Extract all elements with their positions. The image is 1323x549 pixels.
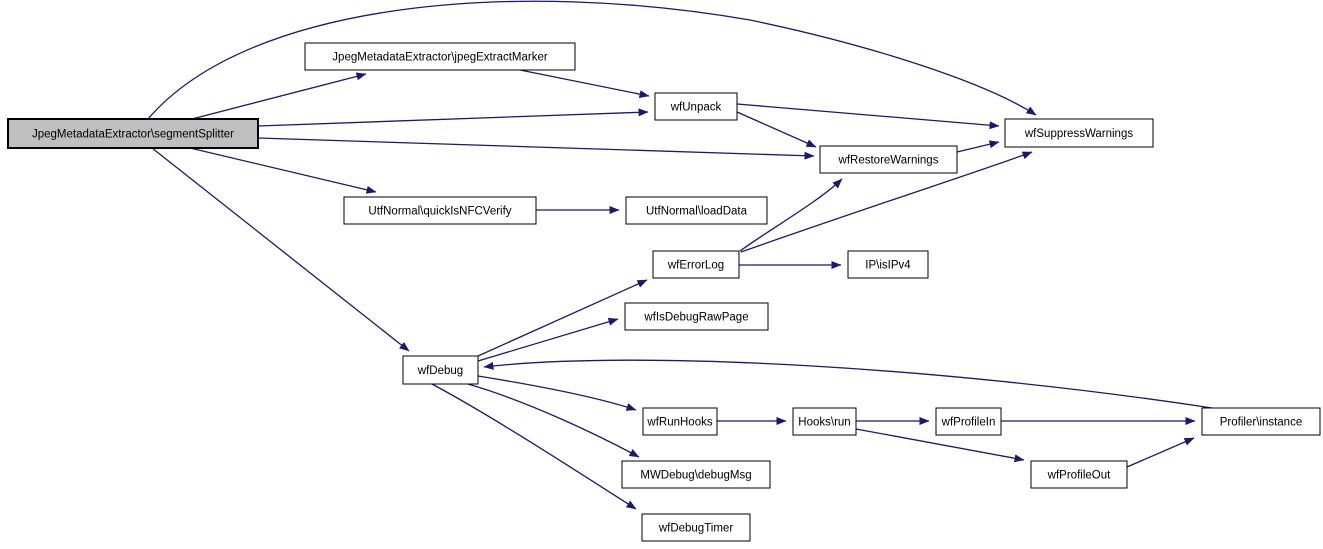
node-box-wfRunHooks[interactable] bbox=[642, 407, 718, 436]
node-jpegExtractMarker[interactable]: JpegMetadataExtractor\jpegExtractMarker bbox=[304, 42, 576, 71]
node-label-HooksRun: Hooks\run bbox=[798, 417, 850, 429]
edge-segmentSplitter-to-wfRestoreWarnings bbox=[257, 137, 815, 160]
edge-wfUnpack-to-wfRestoreWarnings bbox=[736, 111, 817, 148]
node-box-wfDebugTimer[interactable] bbox=[641, 513, 751, 542]
node-box-isIPv4[interactable] bbox=[847, 250, 929, 279]
edges-layer bbox=[147, 0, 1213, 510]
node-wfProfileIn[interactable]: wfProfileIn bbox=[935, 407, 1002, 436]
edge-wfDebug-to-wfRunHooks bbox=[477, 375, 637, 411]
edge-wfDebug-to-wfDebugTimer bbox=[431, 383, 637, 510]
edge-wfRestoreWarnings-to-wfSuppressWarnings bbox=[956, 140, 1000, 153]
node-wfRestoreWarnings[interactable]: wfRestoreWarnings bbox=[819, 145, 958, 174]
edge-wfDebug-to-MWDebugDebugMsg bbox=[467, 383, 640, 458]
node-label-quickIsNFCVerify: UtfNormal\quickIsNFCVerify bbox=[368, 206, 511, 218]
node-box-MWDebugDebugMsg[interactable] bbox=[621, 460, 771, 489]
node-loadData[interactable]: UtfNormal\loadData bbox=[625, 196, 768, 225]
node-box-wfProfileOut[interactable] bbox=[1030, 460, 1128, 489]
node-box-wfDebug[interactable] bbox=[402, 355, 479, 385]
edge-segmentSplitter-to-wfSuppressWarnings bbox=[147, 0, 1037, 120]
node-label-isIPv4: IP\isIPv4 bbox=[865, 260, 911, 272]
node-wfProfileOut[interactable]: wfProfileOut bbox=[1030, 460, 1128, 489]
node-label-MWDebugDebugMsg: MWDebug\debugMsg bbox=[640, 470, 751, 482]
edge-wfErrorLog-to-wfSuppressWarnings bbox=[740, 151, 1033, 253]
node-label-segmentSplitter: JpegMetadataExtractor\segmentSplitter bbox=[32, 129, 234, 141]
node-box-HooksRun[interactable] bbox=[792, 407, 857, 436]
edge-jpegExtractMarker-to-wfUnpack bbox=[519, 69, 650, 99]
edge-wfDebug-to-wfErrorLog bbox=[477, 279, 648, 357]
node-wfIsDebugRawPage[interactable]: wfIsDebugRawPage bbox=[624, 302, 769, 331]
node-label-wfRunHooks: wfRunHooks bbox=[646, 417, 712, 429]
edge-segmentSplitter-to-wfUnpack bbox=[257, 108, 649, 127]
node-box-jpegExtractMarker[interactable] bbox=[304, 42, 576, 71]
node-box-wfSuppressWarnings[interactable] bbox=[1004, 118, 1154, 148]
edge-wfProfileOut-to-ProfilerInstance bbox=[1126, 437, 1195, 468]
edge-HooksRun-to-wfProfileOut bbox=[855, 428, 1025, 463]
node-wfUnpack[interactable]: wfUnpack bbox=[654, 92, 738, 121]
edge-wfDebug-to-wfIsDebugRawPage bbox=[477, 317, 619, 362]
node-label-wfUnpack: wfUnpack bbox=[670, 102, 722, 114]
node-wfDebug[interactable]: wfDebug bbox=[402, 355, 479, 385]
node-box-wfUnpack[interactable] bbox=[654, 92, 738, 121]
node-quickIsNFCVerify[interactable]: UtfNormal\quickIsNFCVerify bbox=[343, 196, 537, 225]
node-box-wfIsDebugRawPage[interactable] bbox=[624, 302, 769, 331]
node-wfDebugTimer[interactable]: wfDebugTimer bbox=[641, 513, 751, 542]
node-label-wfProfileOut: wfProfileOut bbox=[1047, 470, 1111, 482]
node-box-wfRestoreWarnings[interactable] bbox=[819, 145, 958, 174]
node-label-wfProfileIn: wfProfileIn bbox=[941, 417, 996, 429]
node-label-wfRestoreWarnings: wfRestoreWarnings bbox=[838, 155, 939, 167]
node-label-wfErrorLog: wfErrorLog bbox=[667, 260, 724, 272]
node-segmentSplitter[interactable]: JpegMetadataExtractor\segmentSplitter bbox=[7, 118, 259, 149]
node-label-loadData: UtfNormal\loadData bbox=[646, 206, 748, 218]
node-ProfilerInstance[interactable]: Profiler\instance bbox=[1201, 407, 1321, 436]
node-label-jpegExtractMarker: JpegMetadataExtractor\jpegExtractMarker bbox=[332, 52, 548, 64]
edge-segmentSplitter-to-wfDebug bbox=[151, 147, 410, 352]
node-wfErrorLog[interactable]: wfErrorLog bbox=[652, 250, 740, 279]
node-label-wfSuppressWarnings: wfSuppressWarnings bbox=[1024, 128, 1133, 140]
node-HooksRun[interactable]: Hooks\run bbox=[792, 407, 857, 436]
node-wfSuppressWarnings[interactable]: wfSuppressWarnings bbox=[1004, 118, 1154, 148]
edge-wfErrorLog-to-wfRestoreWarnings bbox=[739, 178, 843, 252]
node-label-wfDebugTimer: wfDebugTimer bbox=[658, 523, 734, 535]
node-box-quickIsNFCVerify[interactable] bbox=[343, 196, 537, 225]
node-isIPv4[interactable]: IP\isIPv4 bbox=[847, 250, 929, 279]
node-label-ProfilerInstance: Profiler\instance bbox=[1220, 417, 1302, 429]
edge-ProfilerInstance-to-wfDebug bbox=[483, 359, 1213, 409]
node-box-wfProfileIn[interactable] bbox=[935, 407, 1002, 436]
node-box-wfErrorLog[interactable] bbox=[652, 250, 740, 279]
node-MWDebugDebugMsg[interactable]: MWDebug\debugMsg bbox=[621, 460, 771, 489]
edge-segmentSplitter-to-jpegExtractMarker bbox=[191, 72, 367, 120]
node-label-wfIsDebugRawPage: wfIsDebugRawPage bbox=[643, 312, 748, 324]
node-box-loadData[interactable] bbox=[625, 196, 768, 225]
node-box-segmentSplitter[interactable] bbox=[7, 118, 259, 149]
node-wfRunHooks[interactable]: wfRunHooks bbox=[642, 407, 718, 436]
edge-segmentSplitter-to-quickIsNFCVerify bbox=[189, 147, 377, 194]
node-box-ProfilerInstance[interactable] bbox=[1201, 407, 1321, 436]
node-label-wfDebug: wfDebug bbox=[417, 365, 463, 377]
nodes-layer: JpegMetadataExtractor\segmentSplitter Jpe… bbox=[7, 42, 1321, 542]
edge-wfUnpack-to-wfSuppressWarnings bbox=[736, 103, 1000, 130]
